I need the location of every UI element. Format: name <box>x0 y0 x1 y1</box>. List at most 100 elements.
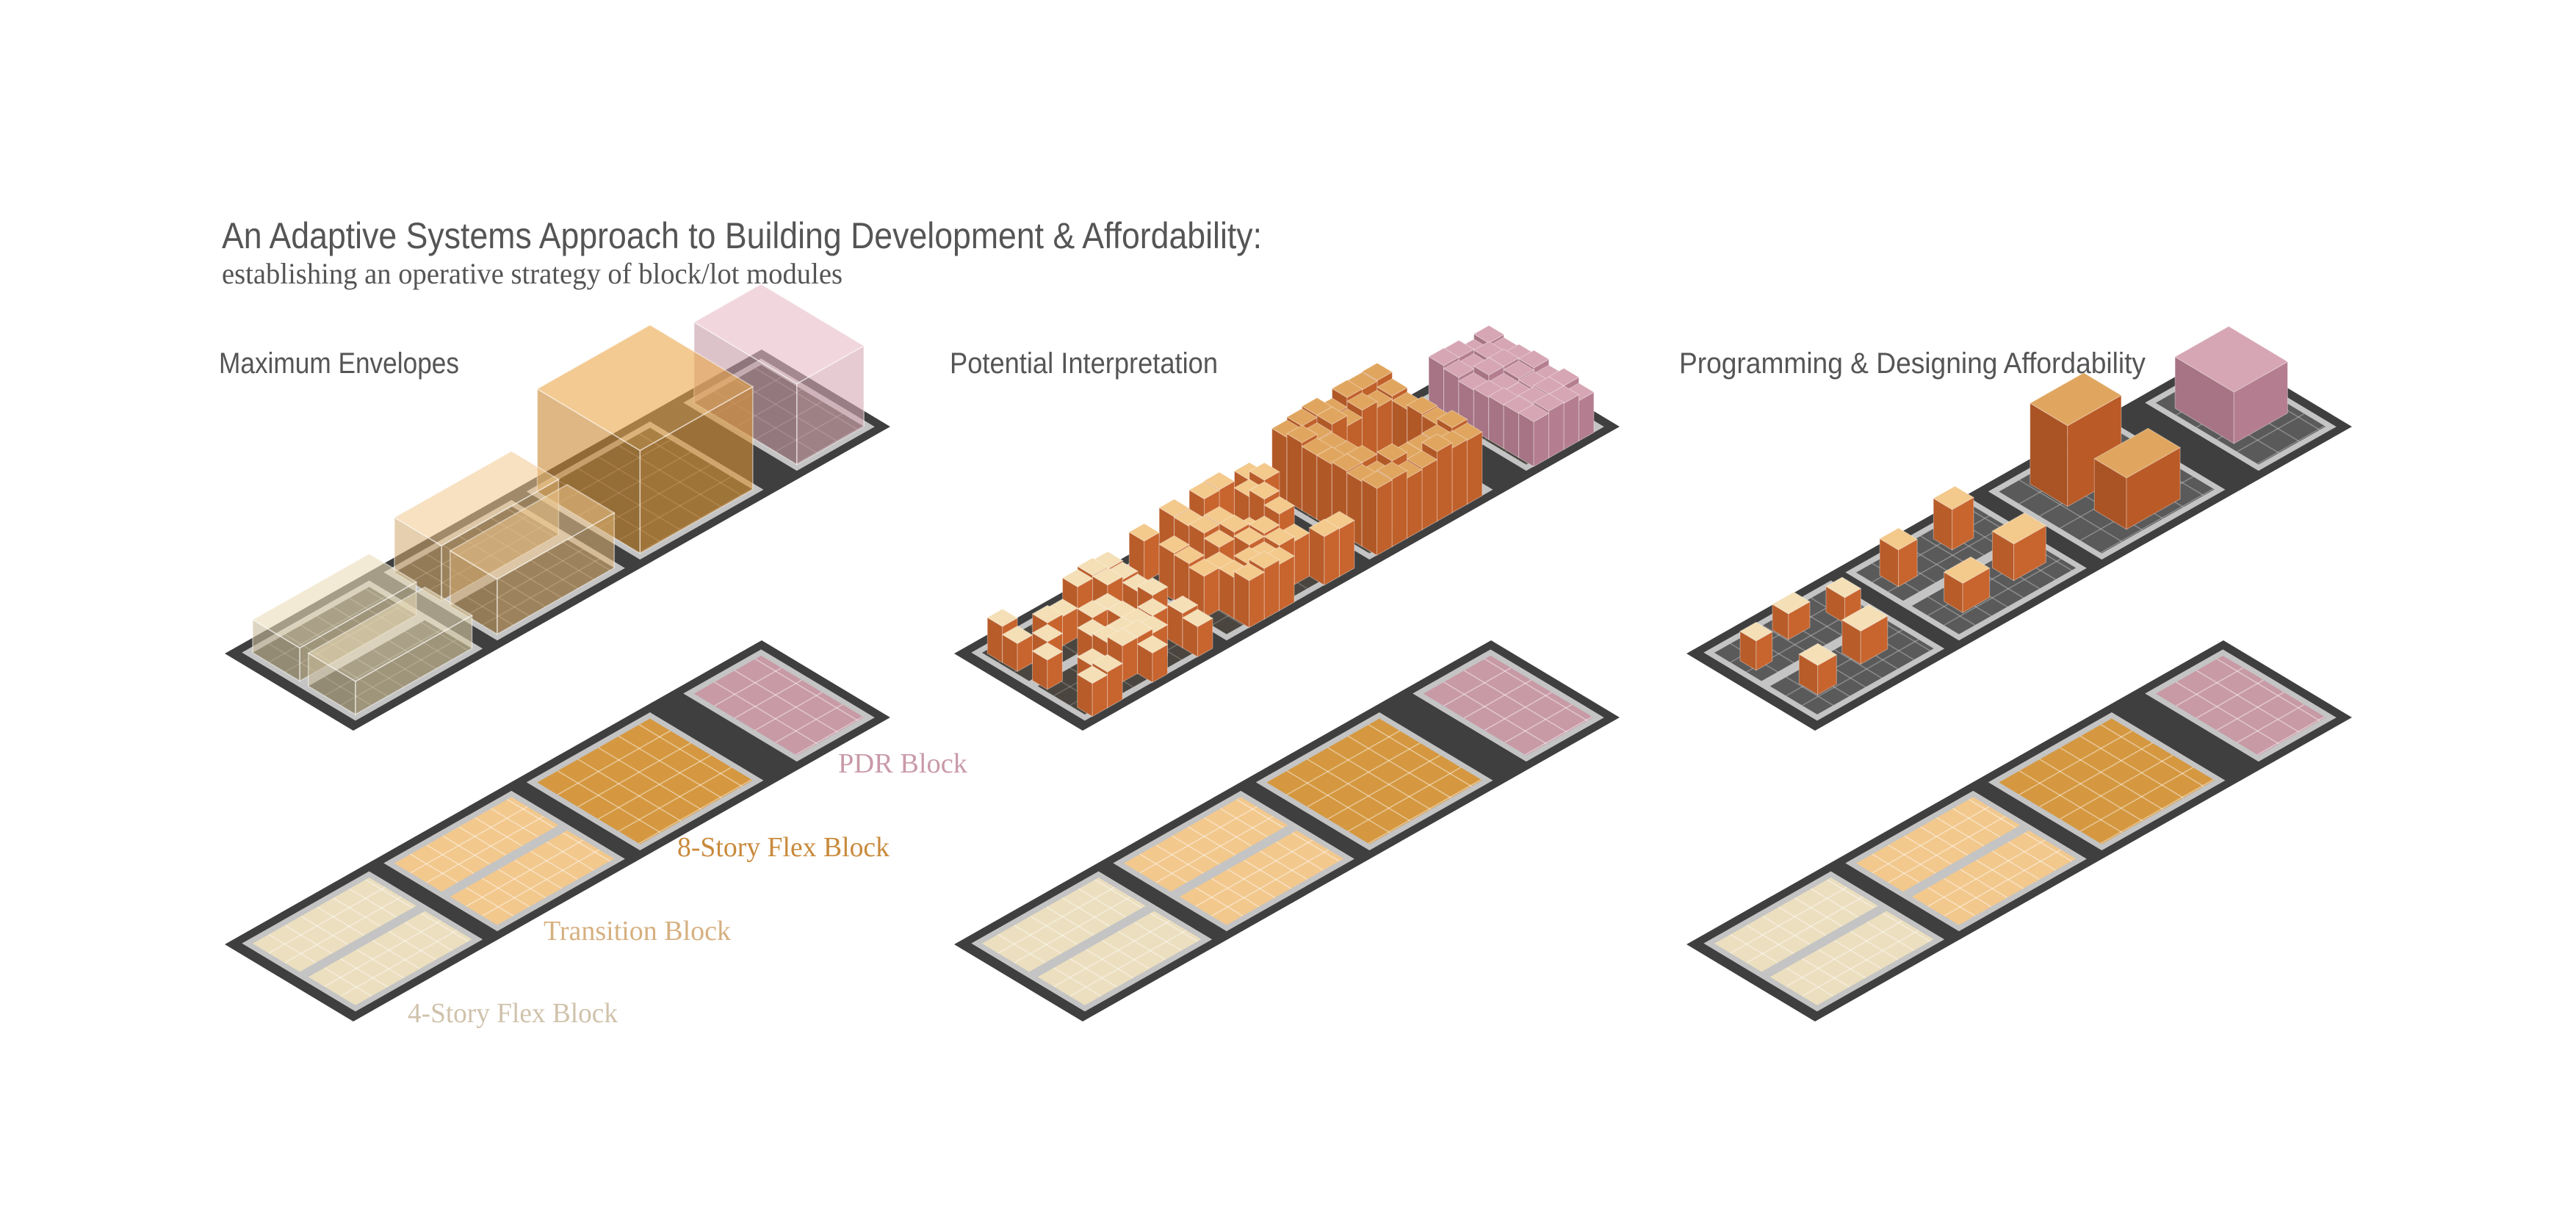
lot-line <box>1786 920 1903 988</box>
building-roof <box>1031 623 1064 643</box>
building-roof <box>1825 576 1862 598</box>
lot-line <box>1888 815 2006 883</box>
lot-line <box>1920 535 1969 565</box>
lot-line <box>1834 940 1883 969</box>
lot-line <box>410 853 458 883</box>
lot-line <box>1139 806 1258 874</box>
building-roof <box>1076 665 1108 684</box>
lot-line <box>507 799 555 828</box>
building-roof <box>1188 481 1220 500</box>
building-roof <box>1879 527 1919 551</box>
lot-line <box>420 912 469 942</box>
lot-line <box>1484 658 1588 722</box>
lot-line <box>577 759 682 822</box>
lot-line <box>300 916 349 945</box>
lot-line <box>1969 799 2016 828</box>
building-roof <box>1106 628 1139 647</box>
lot-line <box>1463 679 1531 719</box>
building-roof <box>1308 518 1341 538</box>
lot-line <box>1818 949 1866 979</box>
building-roof <box>1218 514 1250 533</box>
lot-line <box>530 850 578 880</box>
building-side <box>1302 446 1318 521</box>
lot-line <box>1327 754 1441 820</box>
panel-title-programming-affordability: Programming & Designing Affordability <box>1679 347 2146 380</box>
sidewalk-four_story <box>242 871 483 1012</box>
lot-line <box>1046 906 1094 936</box>
block-four_story <box>308 911 472 1005</box>
lot-line <box>1866 922 1914 952</box>
lot-line <box>1286 770 1390 833</box>
lot-line <box>340 930 458 997</box>
building-roof <box>1548 367 1580 386</box>
building-roof <box>2174 325 2289 393</box>
sidewalk-four_story <box>1703 871 1945 1012</box>
building-roof <box>1263 527 1296 546</box>
building-roof <box>1991 512 2047 545</box>
lot-line <box>1062 897 1111 927</box>
lot-line <box>2018 770 2123 833</box>
building-front <box>1279 555 1295 612</box>
lot-line <box>1155 815 1274 883</box>
lot-line <box>442 835 491 865</box>
block-pdr <box>1423 655 1594 756</box>
building-roof <box>1203 471 1235 491</box>
building-roof <box>986 608 1019 627</box>
lot-line <box>2176 667 2244 706</box>
lot-line <box>1524 716 1593 756</box>
lot-line <box>1069 958 1118 988</box>
lot-line <box>1882 621 1930 651</box>
building-roof <box>1077 557 1108 576</box>
building-roof <box>1122 619 1154 638</box>
lot-line <box>638 779 752 844</box>
lot-line <box>1139 853 1188 883</box>
building-roof <box>1739 621 1773 642</box>
lot-line <box>1030 916 1078 945</box>
lot-line <box>1960 869 2008 898</box>
lot-line <box>1195 887 1244 916</box>
lot-line <box>1211 849 1330 917</box>
lot-line <box>775 703 843 743</box>
lot-line <box>2060 747 2164 810</box>
building-roof <box>535 324 754 452</box>
building-roof <box>1376 443 1408 462</box>
lot-line <box>1834 649 1883 679</box>
building-roof <box>1331 379 1363 398</box>
building-roof <box>1841 604 1888 632</box>
lot-line <box>349 888 397 918</box>
block-transition <box>1123 797 1288 892</box>
lot-line <box>1811 888 1859 918</box>
lot-line <box>1778 906 1827 936</box>
lot-line <box>1204 817 1252 847</box>
legend-4-story-flex-block: 4-Story Flex Block <box>408 998 618 1029</box>
lot-line <box>340 958 389 988</box>
lot-line <box>1927 887 1976 916</box>
lot-line <box>1275 841 1324 871</box>
lot-line <box>618 735 722 799</box>
lot-line <box>562 832 610 862</box>
building-roof <box>1487 348 1520 367</box>
lot-line <box>1086 949 1134 979</box>
building-roof <box>1158 535 1190 554</box>
main-title: An Adaptive Systems Approach to Building… <box>222 215 1262 256</box>
building-front <box>1533 412 1549 468</box>
lot-line <box>1094 879 1143 909</box>
building-roof <box>1158 499 1191 518</box>
lot-line <box>795 716 864 756</box>
building-front <box>1377 479 1393 557</box>
building-roof <box>1166 595 1199 614</box>
lot-line <box>2039 742 2153 808</box>
lot-line <box>365 879 414 909</box>
building-roof <box>1518 403 1550 422</box>
building-roof <box>1316 406 1348 425</box>
building-roof <box>1798 643 1838 666</box>
building-front <box>1548 402 1565 459</box>
building-roof <box>1436 409 1468 428</box>
building-roof <box>1286 424 1318 444</box>
lot-line <box>1872 806 1990 874</box>
block-four_story <box>981 878 1146 972</box>
lot-line <box>714 681 818 745</box>
lot-line <box>1802 930 1919 997</box>
lot-line <box>2018 480 2123 543</box>
